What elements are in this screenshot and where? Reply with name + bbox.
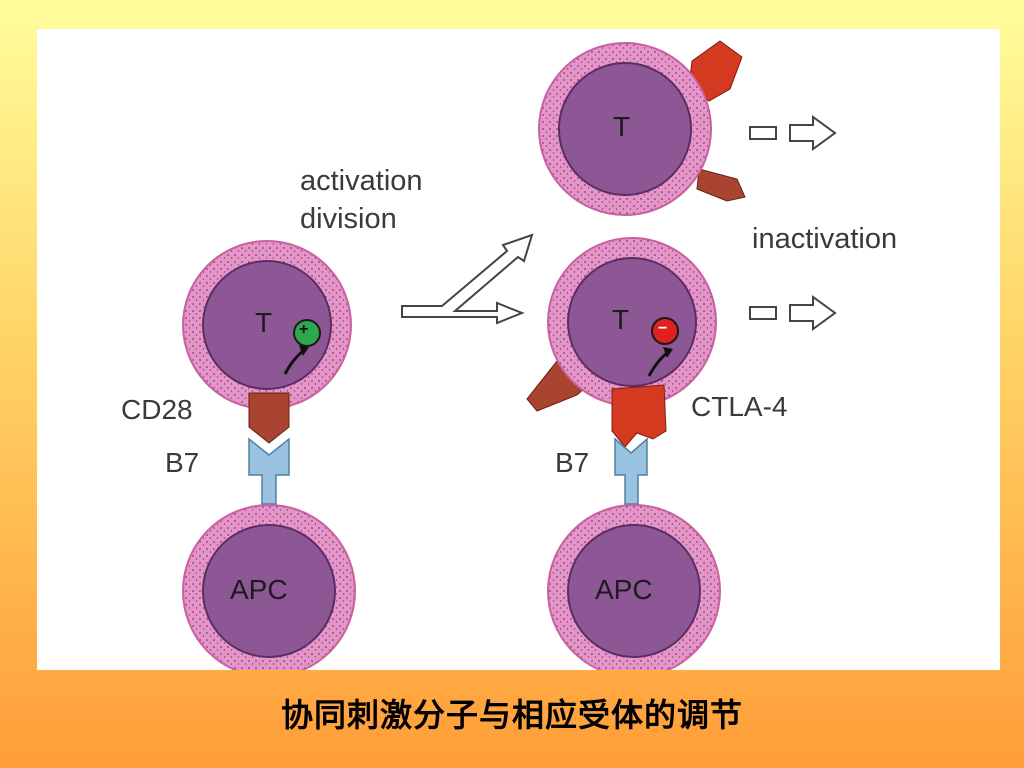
diagram-panel: activation division inactivation T T T +… [37,29,1000,670]
ctla4-label: CTLA-4 [691,391,788,422]
apc-right-label: APC [595,574,653,605]
activation-label: activation [300,165,423,197]
apc-left [182,504,356,670]
plus-sign: + [299,321,309,338]
t-cell-right [526,237,717,412]
apc-right-nucleus [567,524,701,658]
cd28-receptor [248,392,290,444]
t-cell-right-label: T [612,304,630,335]
inactivation-arrow-top [749,115,837,151]
t-cell-top [538,40,746,216]
apc-left-nucleus [202,524,336,658]
positive-signal-icon [293,319,321,347]
t-cell-top-label: T [613,111,631,142]
division-label: division [300,203,397,235]
ctla4-receptor-top-lower [696,168,746,202]
minus-sign: − [658,320,668,337]
t-cell-left-nucleus [202,260,332,390]
ctla4-receptor [611,384,667,448]
t-cell-right-nucleus [567,257,697,387]
t-cell-left [182,240,352,410]
b7-right-label: B7 [555,447,590,478]
signal-arrow-right-icon [647,351,668,377]
signal-arrow-left-icon [283,349,304,375]
activation-split-arrow [401,233,534,325]
cd28-label: CD28 [121,394,193,425]
inactivation-arrow-middle [749,295,837,331]
slide-caption: 协同刺激分子与相应受体的调节 [280,696,743,734]
b7-ligand-right [614,437,648,505]
apc-right [547,504,721,670]
b7-ligand-left [248,437,290,505]
inactivation-label: inactivation [752,223,898,255]
negative-signal-icon [651,317,679,345]
t-cell-left-label: T [255,307,273,338]
b7-left-label: B7 [165,447,200,478]
apc-left-label: APC [230,574,288,605]
t-cell-top-nucleus [558,62,692,196]
costimulation-diagram [182,40,837,670]
